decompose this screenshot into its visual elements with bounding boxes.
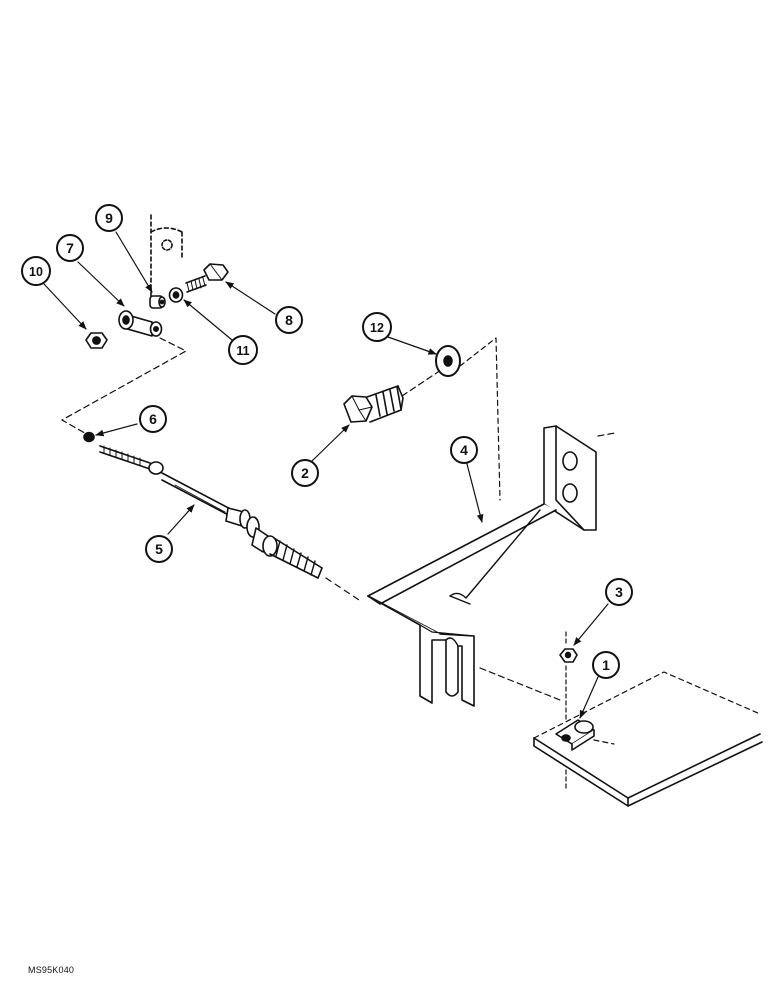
leader-lines [43, 231, 609, 719]
callout-11: 11 [228, 335, 258, 365]
callout-label: 2 [301, 465, 309, 481]
part-7-rod-end [118, 310, 163, 337]
alignment-line [325, 577, 363, 603]
callout-label: 11 [236, 344, 249, 358]
callout-4: 4 [450, 436, 478, 464]
callout-8: 8 [275, 306, 303, 334]
part-1-cable-clamp [555, 719, 615, 751]
callout-label: 7 [66, 240, 74, 256]
alignment-line [459, 337, 501, 501]
callout-6: 6 [139, 405, 167, 433]
callout-label: 10 [29, 265, 43, 279]
part-6-jam-nut [83, 431, 95, 443]
drawing-id: MS95K040 [28, 965, 75, 975]
callout-3: 3 [605, 578, 633, 606]
callout-label: 3 [615, 584, 623, 600]
callout-1: 1 [592, 651, 620, 679]
callout-label: 5 [155, 541, 163, 557]
part-4-mounting-bracket [367, 425, 597, 707]
callout-label: 9 [105, 210, 113, 226]
callout-2: 2 [291, 459, 319, 487]
part-10-nut [85, 332, 108, 349]
part-5-control-cable [99, 445, 323, 579]
part-9-spacer [149, 295, 166, 309]
part-3-nut [559, 631, 578, 721]
callout-5: 5 [145, 535, 173, 563]
part-8-cap-screw [185, 263, 229, 293]
alignment-line [61, 337, 187, 437]
callout-12: 12 [362, 312, 392, 342]
callout-label: 6 [149, 411, 157, 427]
callout-10: 10 [21, 256, 51, 286]
callout-label: 4 [460, 442, 468, 458]
callout-label: 12 [370, 321, 384, 335]
callout-label: 1 [602, 657, 610, 673]
part-12-flat-washer [435, 345, 461, 377]
alignment-line [597, 432, 616, 437]
alignment-line [401, 371, 439, 397]
part-11-lock-washer [168, 287, 184, 303]
callout-label: 8 [285, 312, 293, 328]
lever-arm-phantom [150, 214, 183, 299]
callout-7: 7 [56, 234, 84, 262]
mounting-plate-phantom [533, 671, 763, 807]
callout-9: 9 [95, 204, 123, 232]
part-2-hex-bolt [343, 385, 404, 423]
alignment-line [479, 667, 561, 701]
